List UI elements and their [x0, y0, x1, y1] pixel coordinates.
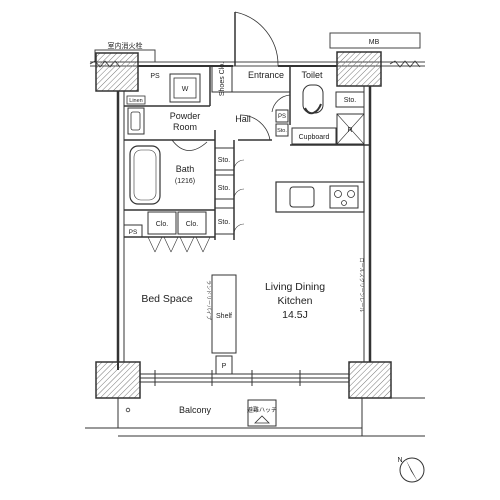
- closets: Clo. Clo. PS: [123, 211, 211, 253]
- interior-doors: [171, 94, 291, 151]
- balcony-label: Balcony: [179, 405, 212, 415]
- stove: [329, 185, 359, 209]
- storage-1-label: Sto.: [218, 157, 231, 164]
- toilet-label: Toilet: [301, 70, 323, 80]
- closet-2-label: Clo.: [186, 221, 199, 228]
- toilet-room: Toilet Sto. PS Sto. Cupboard R: [275, 70, 365, 145]
- closet-2: [177, 211, 207, 235]
- ps-left-box: [123, 224, 143, 238]
- column-top-left: [95, 52, 139, 92]
- shoes-closet-label: Shoes Clo.: [219, 62, 226, 96]
- mb-label: MB: [369, 39, 380, 46]
- kitchen-sink: [289, 186, 315, 208]
- north-arrow-needle: [406, 460, 418, 482]
- hall-label: Hall: [235, 114, 251, 124]
- bed-space-label: Bed Space: [141, 293, 193, 305]
- roll-screen-note: ロールスクリーンレール: [358, 258, 364, 313]
- storage-2-label: Sto.: [218, 185, 231, 192]
- north-arrow: N: [397, 457, 425, 483]
- shelf-label: Shelf: [216, 313, 232, 320]
- storage-3-label: Sto.: [218, 219, 231, 226]
- cupboard-label: Cupboard: [299, 134, 330, 141]
- column-bottom-right: [348, 361, 392, 399]
- powder-room-label-1: Powder: [170, 111, 201, 121]
- washer-box: [169, 73, 201, 103]
- refrigerator-label: R: [347, 127, 352, 134]
- storage-3: [214, 207, 235, 235]
- living-dining-kitchen: Living Dining Kitchen 14.5J ロールスクリーンレール: [265, 258, 364, 321]
- column-top-right: [336, 51, 382, 87]
- bathtub: [129, 145, 161, 205]
- fire-hydrant-label: 室内消火栓: [108, 41, 143, 50]
- toilet-storage-label: Sto.: [344, 97, 357, 104]
- laundry-pipe-note: ランドリーパイプ: [205, 280, 211, 320]
- ps-top-label: PS: [150, 73, 160, 80]
- balcony: Balcony 避難ハッチ: [85, 397, 425, 437]
- kitchen-counter: [275, 181, 365, 213]
- powder-room: W PS Shoes Clo. Linen Powder Room: [126, 62, 233, 135]
- cupboard: [291, 127, 337, 145]
- ps-toilet-box: [275, 109, 289, 123]
- closet-1-label: Clo.: [156, 221, 169, 228]
- toilet-storage: [335, 91, 365, 108]
- counter: [275, 181, 365, 213]
- shoes-closet: [211, 65, 233, 93]
- ps-toilet-label: PS: [278, 114, 286, 120]
- washer-label: W: [182, 86, 189, 93]
- bath-label: Bath: [176, 164, 195, 174]
- entrance-label: Entrance: [248, 70, 284, 80]
- refrigerator: [336, 113, 365, 145]
- bath-room: Bath (1216): [129, 145, 195, 205]
- evacuation-hatch-label: 避難ハッチ: [247, 406, 277, 414]
- closet-1: [147, 211, 177, 235]
- small-storage: [275, 123, 289, 137]
- evacuation-hatch: [247, 399, 277, 427]
- living-label-2: Kitchen: [277, 295, 312, 307]
- linen-label: Linen: [129, 98, 142, 104]
- powder-room-label-2: Room: [173, 122, 197, 132]
- living-label-1: Living Dining: [265, 281, 325, 293]
- living-size-label: 14.5J: [282, 309, 308, 321]
- small-storage-label: Sto.: [277, 128, 287, 134]
- shelf: [211, 274, 237, 354]
- bed-space: Bed Space Shelf ランドリーパイプ P: [141, 274, 237, 375]
- linen-box: [126, 95, 146, 105]
- north-arrow-circle: [399, 457, 425, 483]
- storage-2: [214, 174, 235, 200]
- ps-left-label: PS: [129, 229, 138, 236]
- pipe-space-p-label: P: [222, 363, 227, 370]
- storage-column: Sto. Sto. Sto.: [214, 147, 245, 235]
- entrance-door: [234, 11, 279, 67]
- bath-size-label: (1216): [175, 178, 195, 185]
- north-label: N: [397, 457, 402, 464]
- bottom-windows: [117, 362, 349, 386]
- exterior-walls: [116, 65, 372, 362]
- vanity-sink: [127, 107, 145, 135]
- storage-1: [214, 147, 235, 171]
